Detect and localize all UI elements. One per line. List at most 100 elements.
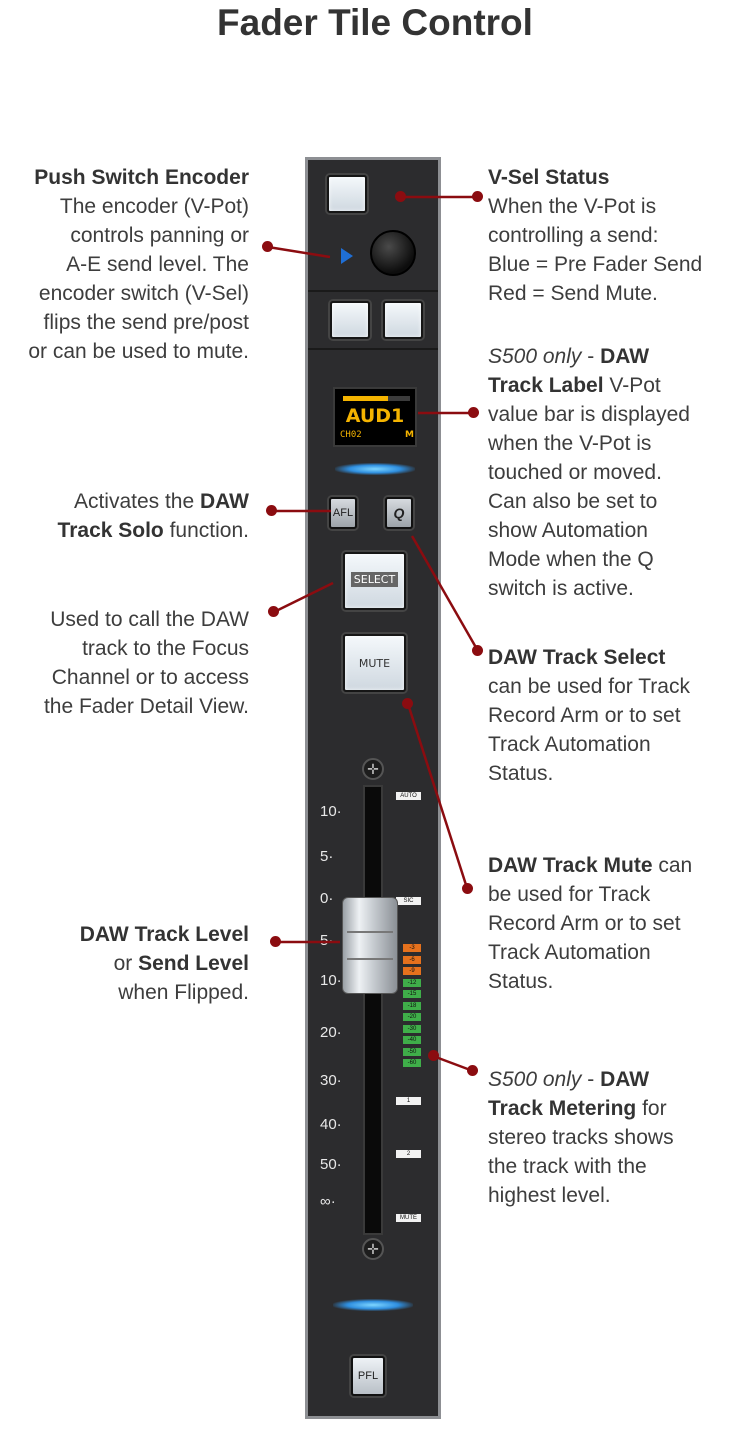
fader-scale-mark: 20· xyxy=(320,1024,342,1041)
annotation-line: Used to call the DAW xyxy=(50,608,249,631)
annotation-text: for xyxy=(636,1097,667,1120)
annotation-select: Used to call the DAW track to the Focus … xyxy=(4,605,249,721)
annotation-text: Activates the xyxy=(73,490,200,513)
annotation-bold: DAW xyxy=(200,490,249,513)
leader-dot xyxy=(268,606,279,617)
fader-scale-mark: 10· xyxy=(320,803,342,820)
leader-dot xyxy=(462,883,473,894)
afl-button[interactable]: AFL xyxy=(329,497,357,529)
play-arrow-icon xyxy=(341,248,353,264)
mute-button[interactable]: MUTE xyxy=(343,634,406,692)
annotation-line: encoder switch (V-Sel) xyxy=(38,282,249,305)
value-bar-track xyxy=(388,396,410,401)
annotation-heading: V-Sel Status xyxy=(488,166,610,189)
annotation-line: When the V-Pot is xyxy=(488,195,657,218)
q-button[interactable]: Q xyxy=(385,497,413,529)
annotation-line: Channel or to access xyxy=(51,666,249,689)
annotation-bold: Track Solo xyxy=(57,519,164,542)
annotation-line: or can be used to mute. xyxy=(28,340,249,363)
fader-screw-bottom: ✛ xyxy=(362,1238,384,1260)
status-tag-auto: AUTO xyxy=(396,792,421,800)
annotation-line: can be used for Track xyxy=(488,675,690,698)
leader-dot xyxy=(395,191,406,202)
meter-led: -50 xyxy=(403,1047,421,1056)
leader-dot xyxy=(468,407,479,418)
annotation-line: track to the Focus xyxy=(82,637,249,660)
annotation-line: when the V-Pot is xyxy=(488,432,652,455)
leader-dot xyxy=(402,698,413,709)
vsel-status-button[interactable] xyxy=(327,175,367,213)
annotation-heading: Push Switch Encoder xyxy=(34,166,249,189)
channel-number: CH02 xyxy=(340,430,362,440)
fader-scale-mark: 5· xyxy=(320,932,334,949)
annotation-heading: DAW Track Select xyxy=(488,646,666,669)
annotation-line: controlling a send: xyxy=(488,224,659,247)
annotation-track-mute: DAW Track Mute can be used for Track Rec… xyxy=(488,851,746,996)
annotation-line: Status. xyxy=(488,970,554,993)
annotation-bold: Track Label xyxy=(488,374,604,397)
fader-scale-mark: 30· xyxy=(320,1072,342,1089)
annotation-solo: Activates the DAW Track Solo function. xyxy=(4,487,249,545)
fader-scale-mark: 10· xyxy=(320,972,342,989)
leader-dot xyxy=(472,191,483,202)
annotation-line: Track Automation xyxy=(488,733,651,756)
annotation-line: Mode when the Q xyxy=(488,548,654,571)
pfl-button[interactable]: PFL xyxy=(351,1356,385,1396)
annotation-line: be used for Track xyxy=(488,883,651,906)
annotation-text: or xyxy=(113,952,139,975)
upper-right-button[interactable] xyxy=(383,301,423,339)
status-tag-two: 2 xyxy=(396,1150,421,1158)
annotation-line: show Automation xyxy=(488,519,648,542)
meter-led: -20 xyxy=(403,1013,421,1021)
page-title: Fader Tile Control xyxy=(217,2,533,43)
annotation-line: highest level. xyxy=(488,1184,611,1207)
annotation-line: flips the send pre/post xyxy=(43,311,249,334)
annotation-line: value bar is displayed xyxy=(488,403,690,426)
annotation-bold: Send Level xyxy=(138,952,249,975)
annotation-line: Can also be set to xyxy=(488,490,658,513)
annotation-line: Status. xyxy=(488,762,554,785)
annotation-line: Red = Send Mute. xyxy=(488,282,658,305)
vpot-encoder-knob[interactable] xyxy=(370,230,416,276)
fader-scale-mark: ∞· xyxy=(320,1193,336,1210)
annotation-line: when Flipped. xyxy=(118,981,249,1004)
status-glow-bottom xyxy=(333,1299,413,1311)
meter-led: -9 xyxy=(403,967,421,975)
fader-scale-mark: 5· xyxy=(320,848,334,865)
meter-led: -60 xyxy=(403,1059,421,1067)
status-glow-top xyxy=(335,463,415,475)
leader-dot xyxy=(266,505,277,516)
annotation-line: Record Arm or to set xyxy=(488,704,681,727)
status-tag-mute: MUTE xyxy=(396,1214,421,1222)
annotation-text: V-Pot xyxy=(603,374,661,397)
meter-led: -40 xyxy=(403,1036,421,1044)
fader-scale-mark: 40· xyxy=(320,1116,342,1133)
fader-scale-mark: 50· xyxy=(320,1156,342,1173)
annotation-track-select: DAW Track Select can be used for Track R… xyxy=(488,643,746,788)
leader-dot xyxy=(270,936,281,947)
annotation-text: function. xyxy=(163,519,249,542)
meter-led: -30 xyxy=(403,1024,421,1033)
leader-dot xyxy=(467,1065,478,1076)
track-label-display: AUD1 CH02 M xyxy=(333,387,417,447)
annotation-line: A-E send level. The xyxy=(66,253,249,276)
annotation-italic: S500 only xyxy=(488,1068,582,1091)
select-button[interactable]: SELECT xyxy=(343,552,406,610)
annotation-push-switch: Push Switch Encoder The encoder (V-Pot) … xyxy=(4,163,249,366)
mute-label: MUTE xyxy=(358,657,391,670)
annotation-bold: Track Metering xyxy=(488,1097,637,1120)
mode-indicator: M xyxy=(405,430,414,440)
annotation-text: can xyxy=(652,854,693,877)
upper-left-button[interactable] xyxy=(330,301,370,339)
fader-cap[interactable] xyxy=(342,897,398,994)
fader-scale-mark: 0· xyxy=(320,890,334,907)
annotation-italic: S500 only xyxy=(488,345,582,368)
divider xyxy=(308,290,438,292)
annotation-track-level: DAW Track Level or Send Level when Flipp… xyxy=(4,920,249,1007)
annotation-bold: DAW xyxy=(600,1068,650,1091)
annotation-track-label: S500 only - DAW Track Label V-Pot value … xyxy=(488,342,746,603)
vpot-value-bar xyxy=(343,396,388,401)
annotation-line: touched or moved. xyxy=(488,461,662,484)
annotation-metering: S500 only - DAW Track Metering for stere… xyxy=(488,1065,746,1210)
